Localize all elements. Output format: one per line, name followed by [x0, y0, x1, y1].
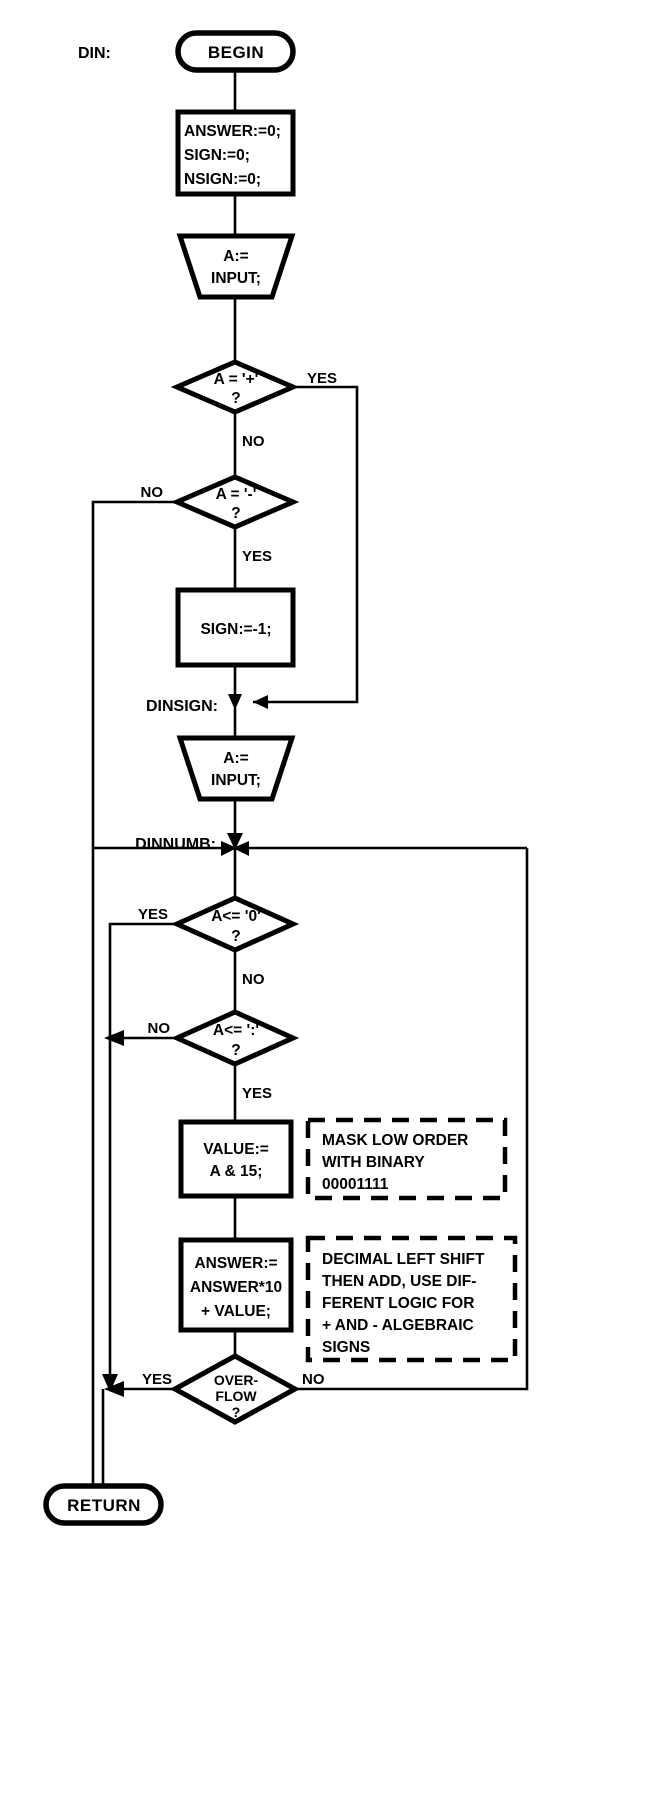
decision-a-equals-minus — [170, 474, 300, 530]
label-dinnumb: DINNUMB: — [135, 836, 216, 853]
io-input-first-line1: A:= — [223, 248, 248, 265]
decision-plus-yes-label: YES — [307, 370, 337, 387]
label-dinsign: DINSIGN: — [146, 698, 218, 715]
decision-colon-line1: A<= ':' — [213, 1022, 259, 1039]
decision-zero-line1: A<= '0' — [211, 908, 261, 925]
process-value-box — [178, 1119, 294, 1199]
decision-plus-line1: A = '+' — [214, 371, 259, 388]
comment-mask-line1: MASK LOW ORDER — [322, 1132, 468, 1149]
comment-decimal-line3: FERENT LOGIC FOR — [322, 1295, 474, 1312]
connector-minus-no-to-left-rail — [91, 500, 177, 1485]
comment-decimal-line5: SIGNS — [322, 1339, 370, 1356]
comment-decimal-box — [305, 1235, 518, 1363]
comment-mask-line2: WITH BINARY — [322, 1154, 425, 1171]
terminal-begin — [175, 30, 296, 73]
decision-overflow-no-label: NO — [302, 1371, 325, 1388]
io-input-second-line2: INPUT; — [211, 772, 261, 789]
process-init-line1: ANSWER:=0; — [184, 123, 281, 140]
decision-a-le-zero — [170, 895, 300, 953]
decision-minus-line1: A = '-' — [216, 486, 257, 503]
decision-minus-line2: ? — [231, 505, 240, 522]
decision-zero-yes-label: YES — [138, 906, 168, 923]
decision-overflow-line2: FLOW — [215, 1388, 257, 1404]
decision-colon-no-label: NO — [148, 1020, 171, 1037]
arrowhead-zero-yes-down — [102, 1374, 118, 1392]
process-answer-line3: + VALUE; — [201, 1303, 271, 1320]
connector-plus-yes-to-dinsign — [253, 385, 359, 704]
comment-decimal-line1: DECIMAL LEFT SHIFT — [322, 1251, 485, 1268]
connector-overflow-no-loopback — [274, 848, 529, 1391]
decision-zero-line2: ? — [231, 928, 240, 945]
process-init-line3: NSIGN:=0; — [184, 171, 261, 188]
decision-plus-line2: ? — [231, 390, 240, 407]
decision-minus-yes-label: YES — [242, 548, 272, 565]
io-input-second-line1: A:= — [223, 750, 248, 767]
decision-zero-no-label: NO — [242, 971, 265, 988]
arrowhead-colon-no-left — [104, 1030, 124, 1046]
decision-colon-line2: ? — [231, 1042, 240, 1059]
decision-a-equals-plus — [170, 359, 300, 415]
decision-colon-yes-label: YES — [242, 1085, 272, 1102]
terminal-begin-label: BEGIN — [208, 43, 264, 62]
process-sign-line1: SIGN:=-1; — [200, 621, 271, 638]
connector-zero-yes-to-exit — [108, 922, 178, 1378]
io-input-first-line2: INPUT; — [211, 270, 261, 287]
decision-minus-no-label: NO — [141, 484, 164, 501]
io-input-second — [176, 735, 296, 802]
process-init-line2: SIGN:=0; — [184, 147, 250, 164]
decision-plus-no-label: NO — [242, 433, 265, 450]
comment-decimal-line2: THEN ADD, USE DIF- — [322, 1273, 476, 1290]
process-value-line2: A & 15; — [210, 1163, 263, 1180]
arrowhead-dinnumb-down — [227, 833, 243, 850]
arrowhead-dinsign-down — [228, 694, 242, 710]
decision-overflow — [169, 1353, 301, 1425]
comment-mask-line3: 00001111 — [322, 1176, 389, 1193]
decision-overflow-line3: ? — [232, 1404, 241, 1420]
process-answer-line1: ANSWER:= — [194, 1255, 277, 1272]
terminal-return-label: RETURN — [67, 1496, 141, 1515]
label-din: DIN: — [78, 45, 111, 62]
comment-mask-box — [305, 1117, 508, 1201]
arrowhead-overflow-yes-left — [104, 1381, 124, 1397]
process-sign-box — [175, 587, 296, 668]
arrowhead-dinnumb-from-right — [233, 841, 249, 856]
arrowhead-plus-yes — [253, 695, 268, 709]
process-init-box — [175, 109, 296, 197]
process-value-line1: VALUE:= — [203, 1141, 269, 1158]
io-input-first — [176, 233, 296, 300]
process-answer-box — [178, 1237, 294, 1333]
comment-decimal-line4: + AND - ALGEBRAIC — [322, 1317, 474, 1334]
decision-overflow-yes-label: YES — [142, 1371, 172, 1388]
terminal-return — [43, 1483, 164, 1526]
decision-a-le-colon — [170, 1009, 300, 1067]
arrowhead-dinnumb-from-left — [221, 841, 237, 856]
decision-overflow-line1: OVER- — [214, 1372, 259, 1388]
process-answer-line2: ANSWER*10 — [190, 1279, 282, 1296]
